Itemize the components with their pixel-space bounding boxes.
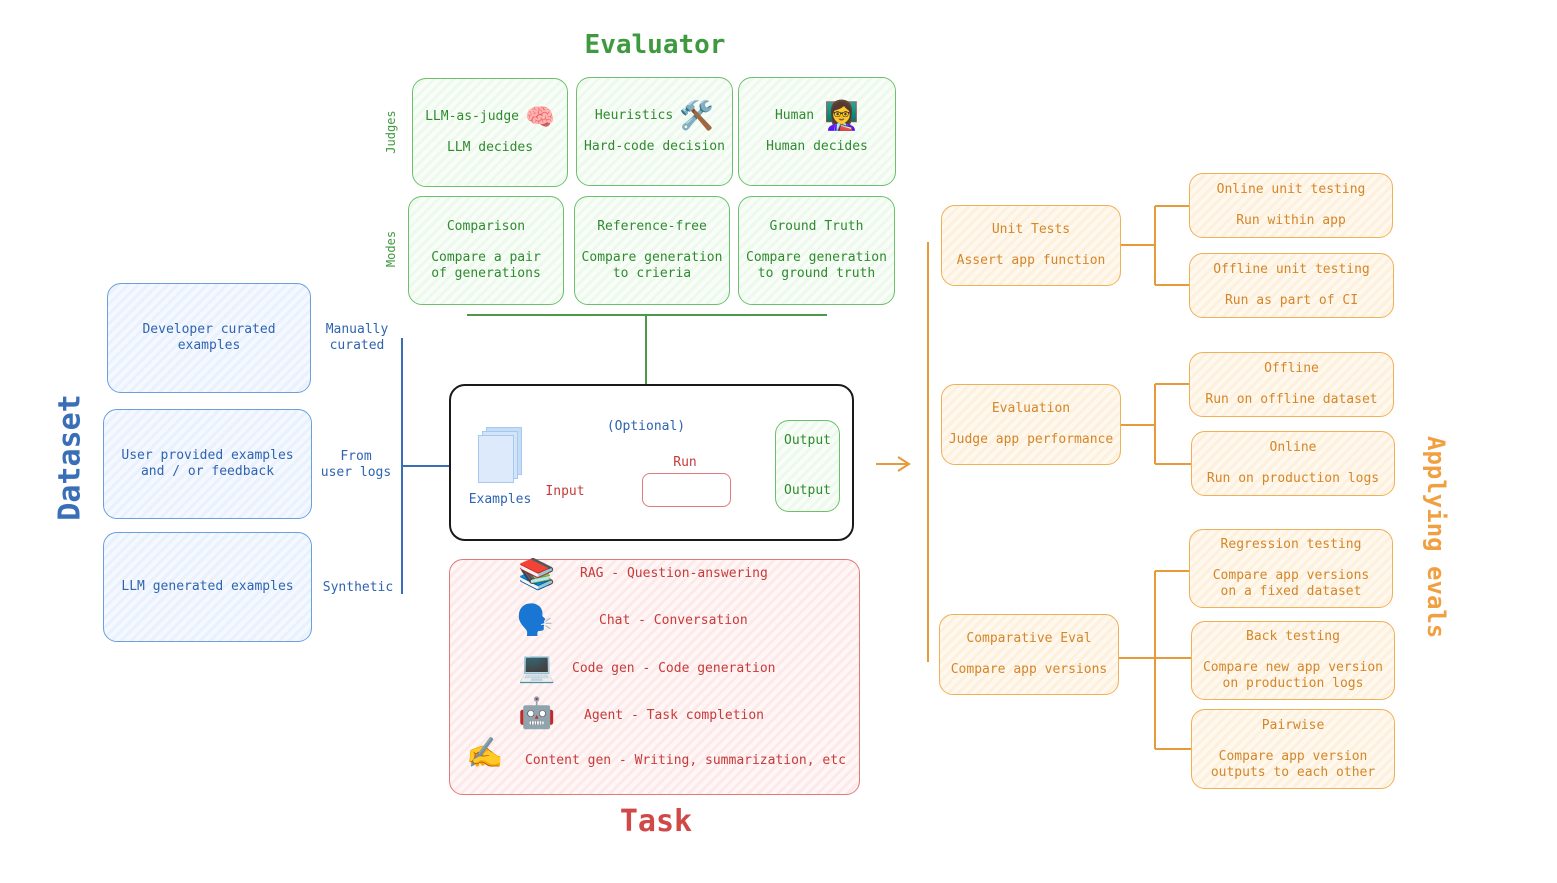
- dataset-llm-line1: LLM generated examples: [121, 579, 294, 594]
- judge-human-box: Human 👩‍🏫 Human decides: [738, 77, 896, 186]
- evaluation-desc: Judge app performance: [948, 432, 1114, 447]
- dataset-developer-line1: Developer curated: [142, 322, 276, 337]
- run-label: Run: [673, 455, 697, 470]
- offline-unit-testing-desc: Run as part of CI: [1224, 293, 1359, 308]
- judge-heuristics-box: Heuristics 🛠️ Hard-code decision: [576, 77, 733, 186]
- source-manual-line1: Manually: [325, 322, 389, 337]
- teacher-icon: 👩‍🏫: [824, 99, 859, 132]
- judge-heuristics-title: Heuristics: [594, 108, 674, 123]
- mode-reference-free-box: Reference-free Compare generation to cri…: [574, 196, 730, 305]
- back-testing-box: Back testing Compare new app version on …: [1191, 621, 1395, 700]
- examples-doc-icon: [478, 427, 522, 483]
- task-codegen-label: Code gen - Code generation: [572, 661, 776, 676]
- task-title: Task: [619, 804, 693, 839]
- online-eval-desc: Run on production logs: [1206, 471, 1380, 486]
- regression-testing-desc2: on a fixed dataset: [1220, 584, 1362, 599]
- source-user-logs-line2: user logs: [320, 465, 392, 480]
- comparative-eval-title: Comparative Eval: [966, 631, 1092, 646]
- source-synthetic: Synthetic: [316, 580, 400, 596]
- dataset-user-line2: and / or feedback: [140, 464, 275, 479]
- applying-evals-title: Applying evals: [1422, 436, 1450, 639]
- input-label: Input: [545, 484, 585, 499]
- judge-llm-title: LLM-as-judge: [425, 109, 520, 124]
- comparative-eval-desc: Compare app versions: [950, 662, 1108, 677]
- judges-label: Judges: [384, 110, 398, 154]
- mode-comparison-desc1: Compare a pair: [431, 250, 541, 265]
- offline-unit-testing-title: Offline unit testing: [1213, 262, 1370, 277]
- robot-icon: 🤖: [518, 696, 556, 731]
- regression-testing-title: Regression testing: [1220, 537, 1362, 552]
- task-rag-label: RAG - Question-answering: [580, 566, 768, 581]
- examples-label: Examples: [468, 492, 532, 507]
- online-unit-testing-box: Online unit testing Run within app: [1189, 173, 1393, 238]
- offline-eval-desc: Run on offline dataset: [1205, 392, 1378, 407]
- mode-reference-free-title: Reference-free: [597, 219, 707, 234]
- output-bottom-label: Output: [784, 483, 831, 498]
- dataset-developer-line2: examples: [177, 338, 241, 353]
- source-manual-line2: curated: [329, 338, 385, 353]
- speaking-head-icon: 🗣️: [516, 603, 554, 638]
- laptop-icon: 💻: [518, 650, 556, 685]
- writing-hand-icon: ✍️: [466, 736, 504, 771]
- offline-eval-title: Offline: [1264, 361, 1319, 376]
- offline-eval-box: Offline Run on offline dataset: [1189, 352, 1394, 417]
- mode-comparison-desc2: of generations: [431, 266, 541, 281]
- online-unit-testing-title: Online unit testing: [1216, 182, 1366, 197]
- evaluation-title: Evaluation: [991, 401, 1071, 416]
- mode-reference-free-desc1: Compare generation: [581, 250, 723, 265]
- dataset-developer-box: Developer curated examples: [107, 283, 311, 393]
- source-user-logs-line1: From: [340, 449, 372, 464]
- offline-unit-testing-box: Offline unit testing Run as part of CI: [1189, 253, 1394, 318]
- pairwise-desc1: Compare app version: [1218, 748, 1368, 764]
- judge-human-title: Human: [774, 108, 815, 123]
- online-eval-title: Online: [1269, 440, 1317, 455]
- mode-ground-truth-box: Ground Truth Compare generation to groun…: [738, 196, 895, 305]
- run-chevron-box: [642, 473, 731, 507]
- regression-testing-box: Regression testing Compare app versions …: [1189, 529, 1393, 608]
- unit-tests-title: Unit Tests: [991, 222, 1071, 237]
- evaluator-title: Evaluator: [584, 30, 726, 60]
- back-testing-desc2: on production logs: [1222, 676, 1364, 691]
- judge-llm-desc: LLM decides: [446, 140, 534, 155]
- tools-icon: 🛠️: [679, 99, 715, 132]
- source-synthetic-line1: Synthetic: [322, 580, 394, 595]
- dataset-llm-box: LLM generated examples: [103, 532, 312, 642]
- mode-ground-truth-desc1: Compare generation: [746, 250, 887, 265]
- mode-comparison-title: Comparison: [446, 219, 526, 234]
- regression-testing-desc1: Compare app versions: [1212, 568, 1370, 583]
- unit-tests-box: Unit Tests Assert app function: [941, 205, 1121, 286]
- comparative-eval-box: Comparative Eval Compare app versions: [939, 614, 1119, 695]
- task-content-label: Content gen - Writing, summarization, et…: [525, 753, 846, 768]
- source-user-logs: From user logs: [316, 449, 396, 481]
- output-top-label: Output: [784, 433, 831, 448]
- judge-llm-box: LLM-as-judge 🧠 LLM decides: [412, 78, 568, 187]
- modes-label: Modes: [384, 230, 398, 268]
- optional-label: (Optional): [606, 419, 686, 434]
- mode-ground-truth-title: Ground Truth: [769, 219, 864, 234]
- task-box: [449, 559, 860, 795]
- online-eval-box: Online Run on production logs: [1191, 431, 1395, 496]
- pairwise-title: Pairwise: [1261, 717, 1325, 733]
- mode-reference-free-desc2: to crieria: [612, 266, 692, 281]
- output-box: Output Output: [775, 420, 840, 512]
- task-chat-label: Chat - Conversation: [599, 613, 748, 628]
- dataset-title: Dataset: [52, 394, 88, 521]
- unit-tests-desc: Assert app function: [956, 253, 1106, 268]
- dataset-user-line1: User provided examples: [121, 448, 294, 463]
- online-unit-testing-desc: Run within app: [1236, 213, 1346, 228]
- dataset-user-box: User provided examples and / or feedback: [103, 409, 312, 519]
- books-icon: 📚: [518, 557, 556, 592]
- judge-human-desc: Human decides: [766, 139, 868, 154]
- back-testing-title: Back testing: [1246, 629, 1340, 644]
- evaluation-box: Evaluation Judge app performance: [941, 384, 1121, 465]
- back-testing-desc1: Compare new app version: [1202, 660, 1383, 675]
- task-agent-label: Agent - Task completion: [584, 708, 765, 723]
- brain-icon: 🧠: [525, 103, 555, 131]
- source-manual: Manually curated: [318, 322, 396, 354]
- pairwise-desc2: outputs to each other: [1210, 764, 1376, 780]
- mode-comparison-box: Comparison Compare a pair of generations: [408, 196, 564, 305]
- pairwise-box: Pairwise Compare app version outputs to …: [1191, 709, 1395, 789]
- mode-ground-truth-desc2: to ground truth: [757, 266, 876, 281]
- judge-heuristics-desc: Hard-code decision: [584, 139, 725, 154]
